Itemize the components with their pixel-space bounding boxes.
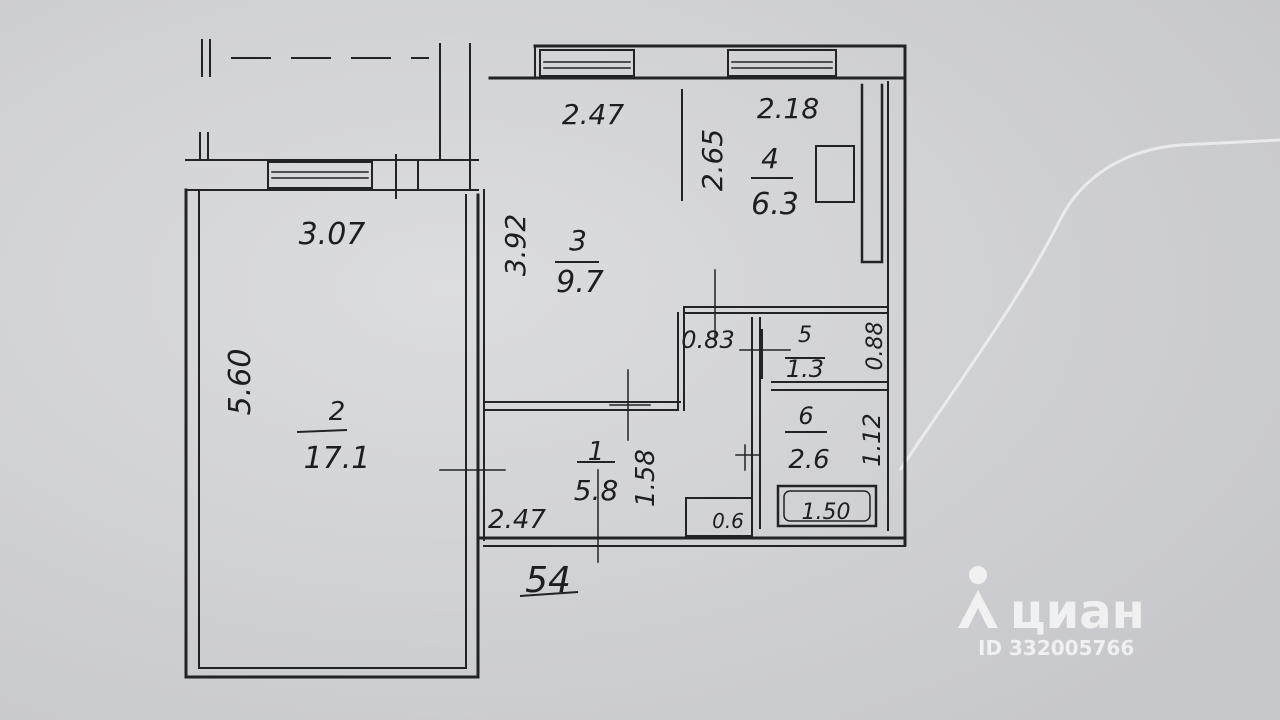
room-6-area: 2.6 [788, 445, 829, 475]
dimension-room5-width: 0.83 [681, 326, 734, 354]
room-6-number: 6 [798, 402, 813, 430]
room-2-number: 2 [329, 397, 346, 427]
paper-fold [898, 138, 1280, 471]
room-5-number: 5 [798, 323, 812, 348]
room-4-area: 6.3 [751, 187, 799, 222]
dimension-room3-depth: 3.92 [499, 214, 532, 276]
room-1-number: 1 [588, 437, 605, 467]
room-4-number: 4 [761, 142, 779, 175]
dimension-room2-length: 5.60 [223, 349, 258, 416]
watermark: циан ID 332005766 [958, 566, 1145, 660]
room-1-area: 5.8 [574, 474, 619, 507]
dimension-hall-depth: 1.58 [631, 449, 661, 507]
dimension-bath: 1.50 [802, 500, 851, 525]
cian-logo-icon [958, 566, 998, 628]
dimension-room4-depth: 2.65 [696, 129, 729, 191]
dimension-top-left: 2.47 [562, 98, 625, 131]
dimension-niche: 0.6 [712, 509, 744, 533]
dimension-top-right: 2.18 [757, 92, 819, 125]
floor-code-underline [519, 591, 579, 597]
room-3-number: 3 [569, 224, 587, 257]
dimension-room6-depth: 1.12 [858, 413, 886, 466]
room-3-area: 9.7 [556, 265, 604, 300]
dimension-room2-width: 3.07 [299, 217, 366, 252]
watermark-brand: циан [1010, 584, 1145, 640]
dimension-room5-depth: 0.88 [863, 322, 888, 371]
watermark-listing-id: ID 332005766 [978, 636, 1134, 660]
room-5-area: 1.3 [786, 355, 824, 383]
walls [184, 39, 907, 679]
room-2-area: 17.1 [304, 441, 371, 476]
dimension-hall-bottom: 2.47 [488, 505, 546, 535]
